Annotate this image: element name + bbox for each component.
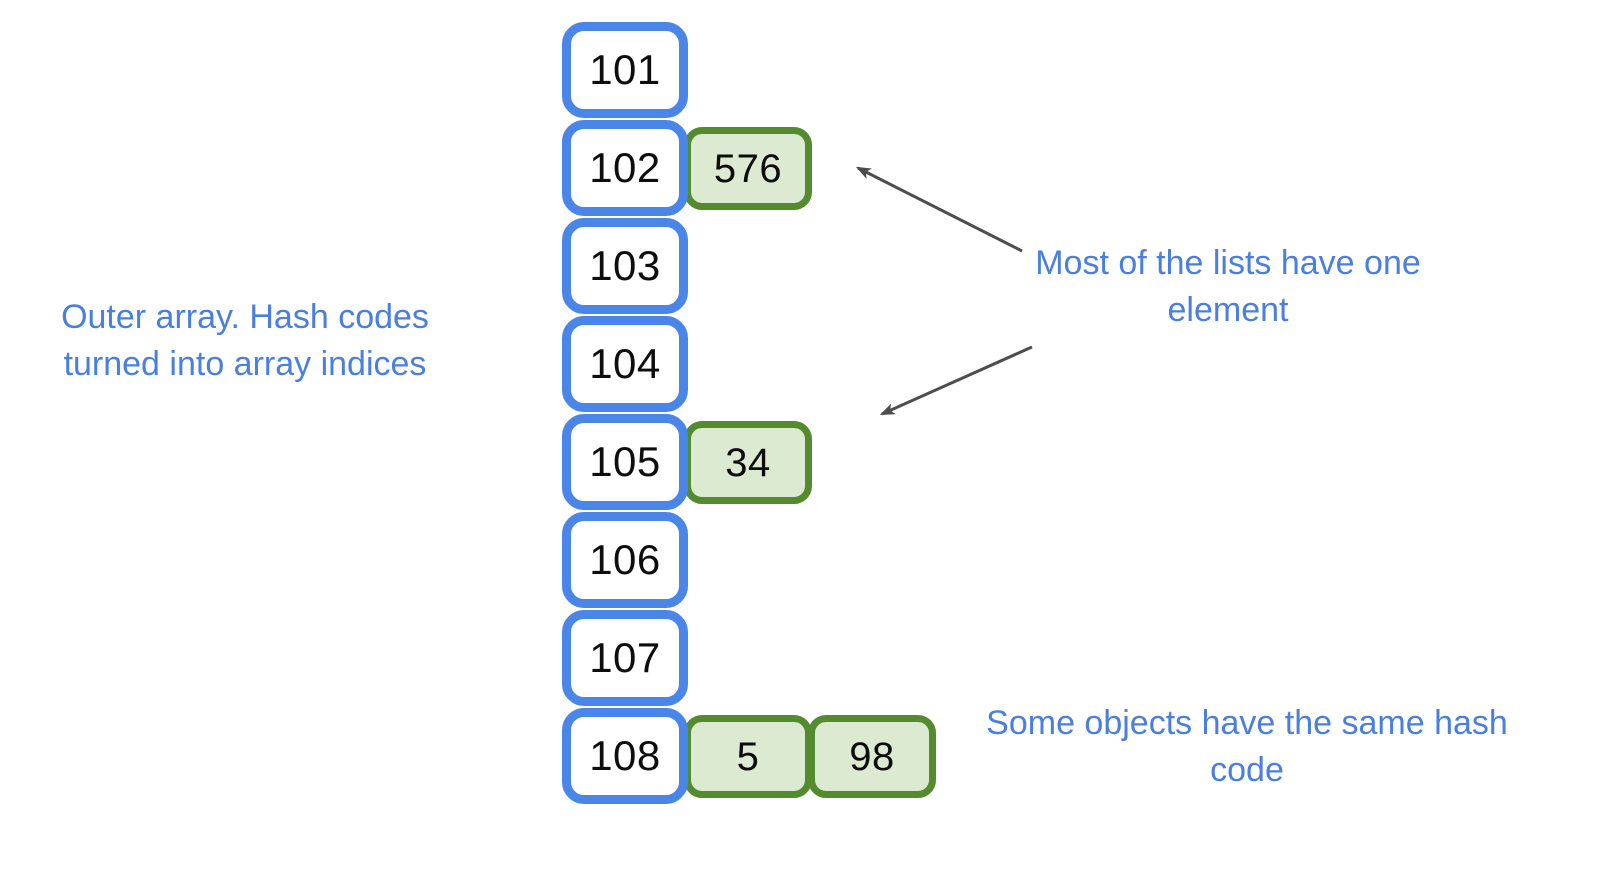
bucket-index-label: 106 [589,536,661,583]
outer-array-column: 101 576 102 103 104 [562,22,936,806]
bucket-index-label: 107 [589,634,661,681]
bucket-row: 107 [562,610,688,708]
bucket-index-cell[interactable]: 101 [562,22,688,118]
chain-value-label: 34 [725,440,771,485]
chain-value-label: 5 [736,734,760,779]
chain-value-label: 576 [713,146,783,191]
bucket-chain: 5 98 [684,715,936,798]
bucket-row: 103 [562,218,688,316]
bucket-chain: 576 [684,127,812,210]
bucket-row: 5 98 108 [562,708,936,806]
bucket-index-cell[interactable]: 108 [562,708,688,804]
arrow-to-single-element-bottom [879,345,1033,416]
annotation-one-element: Most of the lists have one element [1035,244,1421,329]
chain-value-cell[interactable]: 34 [684,421,812,504]
bucket-row: 101 [562,22,688,120]
chain-value-cell[interactable]: 5 [684,715,812,798]
arrow-to-single-element-top [855,166,1023,253]
bucket-index-cell[interactable]: 107 [562,610,688,706]
bucket-index-cell[interactable]: 103 [562,218,688,314]
bucket-index-cell[interactable]: 104 [562,316,688,412]
bucket-row: 576 102 [562,120,812,218]
bucket-index-label: 104 [589,340,661,387]
annotation-outer-array: Outer array. Hash codes turned into arra… [61,298,429,383]
bucket-chain: 34 [684,421,812,504]
bucket-index-cell[interactable]: 105 [562,414,688,510]
bucket-index-label: 105 [589,438,661,485]
bucket-index-cell[interactable]: 102 [562,120,688,216]
bucket-index-label: 103 [589,242,661,289]
bucket-index-label: 101 [589,46,661,93]
bucket-row: 104 [562,316,688,414]
chain-value-cell[interactable]: 98 [808,715,936,798]
bucket-row: 34 105 [562,414,812,512]
chain-value-cell[interactable]: 576 [684,127,812,210]
annotation-same-hash: Some objects have the same hash code [986,704,1508,789]
bucket-row: 106 [562,512,688,610]
bucket-index-label: 108 [589,732,661,779]
chain-value-label: 98 [849,734,895,779]
bucket-index-cell[interactable]: 106 [562,512,688,608]
bucket-index-label: 102 [589,144,661,191]
